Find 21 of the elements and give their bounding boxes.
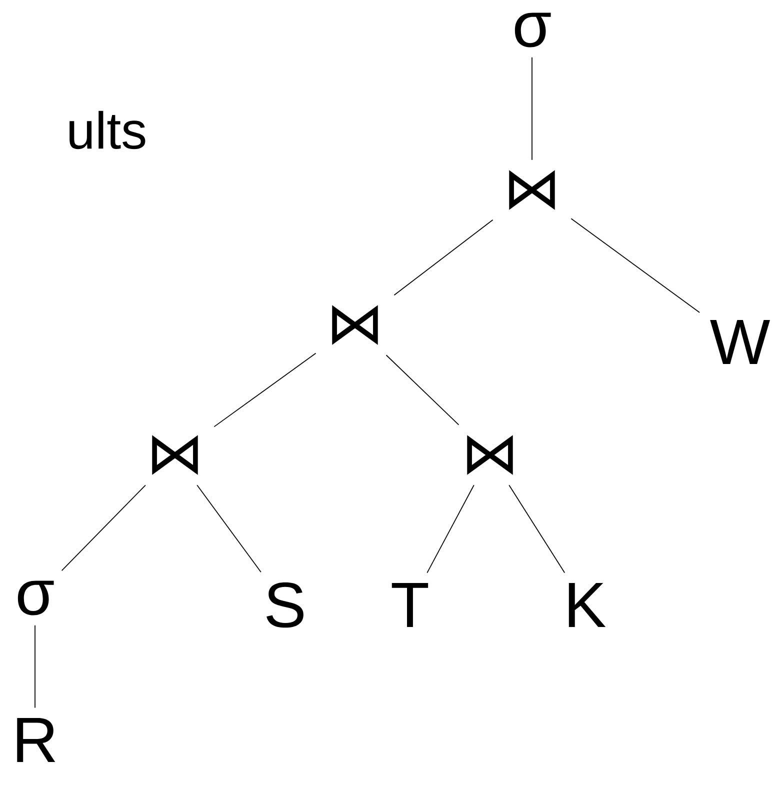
tree-edge	[570, 218, 700, 313]
tree-node-label: T	[392, 582, 428, 627]
tree-node-label: σ	[514, 12, 551, 48]
tree-edge	[61, 484, 146, 572]
join-symbol: ⋈	[332, 305, 378, 345]
tree-node-label: W	[710, 320, 770, 364]
tree-node-label: R	[17, 718, 56, 762]
tree-edge	[196, 484, 262, 573]
join-symbol: ⋈	[467, 435, 513, 475]
tree-node-label: S	[266, 582, 304, 628]
tree-edge	[508, 484, 566, 574]
tree-edge	[394, 219, 494, 296]
join-symbol: ⋈	[509, 170, 555, 210]
tree-edge	[214, 352, 316, 428]
tree-edge	[34, 624, 36, 708]
join-symbol: ⋈	[152, 435, 198, 475]
tree-edge	[426, 484, 474, 574]
tree-edge	[386, 354, 460, 426]
tree-node-label: K	[568, 582, 606, 627]
cut-off-text: ults	[70, 110, 146, 150]
tree-node-label: σ	[18, 580, 54, 616]
